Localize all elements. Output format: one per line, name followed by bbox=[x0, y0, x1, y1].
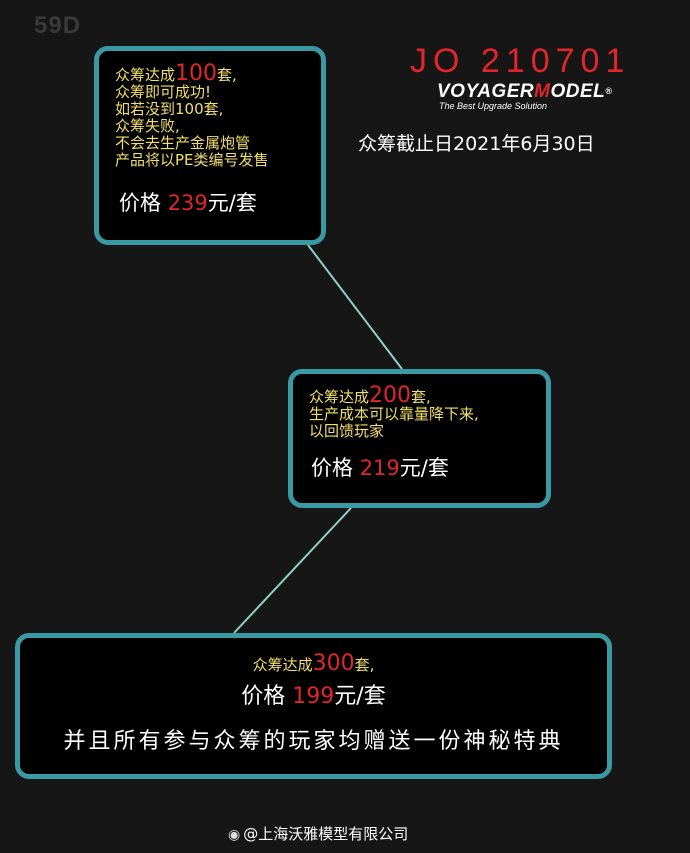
tier-note: 产品将以PE类编号发售 bbox=[115, 151, 269, 169]
brand-reg: ® bbox=[605, 86, 613, 96]
tier-note: 如若没到100套, bbox=[115, 100, 224, 118]
corner-tag: 59D bbox=[34, 12, 82, 39]
price-unit: 元/套 bbox=[334, 684, 386, 709]
tier-goal: 众筹达成100套, bbox=[115, 63, 309, 85]
brand-tagline: The Best Upgrade Solution bbox=[439, 101, 548, 111]
tier-note: 众筹即可成功! bbox=[115, 83, 212, 101]
tier-note: 众筹失败, bbox=[115, 117, 180, 135]
tier-price: 价格 239元/套 bbox=[119, 187, 309, 217]
gift-text: 并且所有参与众筹的玩家均赠送一份神秘特典 bbox=[63, 729, 564, 754]
goal-number: 100 bbox=[175, 61, 218, 86]
price-label: 价格 bbox=[119, 191, 168, 215]
watermark: ◉@上海沃雅模型有限公司 bbox=[228, 823, 408, 844]
brand-part3: ODEL bbox=[550, 81, 606, 102]
tier-goal: 众筹达成200套, bbox=[309, 385, 536, 407]
weibo-icon: ◉ bbox=[228, 827, 241, 843]
goal-number: 300 bbox=[312, 651, 355, 676]
brand-logo: VOYAGERMODEL® The Best Upgrade Solution bbox=[437, 82, 612, 111]
tier-box-300: 众筹达成300套, 价格 199元/套 并且所有参与众筹的玩家均赠送一份神秘特典 bbox=[15, 633, 612, 779]
product-code: JO 210701 bbox=[410, 42, 631, 80]
tier-price: 价格 219元/套 bbox=[311, 452, 536, 482]
goal-suffix: 套, bbox=[411, 388, 431, 406]
connector-line-2-3 bbox=[233, 507, 352, 634]
brand-wordmark: VOYAGERMODEL® bbox=[437, 82, 612, 101]
tier-goal: 众筹达成300套, bbox=[20, 651, 607, 678]
price-label: 价格 bbox=[241, 684, 293, 709]
tier-note: 以回馈玩家 bbox=[309, 422, 385, 440]
brand-part2: M bbox=[534, 81, 551, 102]
tier-box-200: 众筹达成200套, 生产成本可以靠量降下来, 以回馈玩家 价格 219元/套 bbox=[288, 369, 551, 508]
goal-suffix: 套, bbox=[354, 656, 375, 674]
goal-number: 200 bbox=[369, 383, 412, 408]
price-unit: 元/套 bbox=[399, 456, 449, 480]
goal-suffix: 套, bbox=[217, 66, 237, 84]
tier-note: 不会去生产金属炮管 bbox=[115, 134, 251, 152]
price-value: 199 bbox=[292, 684, 335, 709]
goal-prefix: 众筹达成 bbox=[115, 66, 176, 84]
tier-box-100: 众筹达成100套, 众筹即可成功! 如若没到100套, 众筹失败, 不会去生产金… bbox=[94, 46, 326, 245]
price-value: 219 bbox=[359, 456, 400, 480]
tier-price: 价格 199元/套 bbox=[20, 678, 607, 710]
price-value: 239 bbox=[167, 191, 208, 215]
deadline-text: 众筹截止日2021年6月30日 bbox=[358, 133, 595, 155]
connector-line-1-2 bbox=[307, 244, 403, 370]
price-label: 价格 bbox=[311, 456, 360, 480]
watermark-text: @上海沃雅模型有限公司 bbox=[243, 825, 409, 843]
goal-prefix: 众筹达成 bbox=[309, 388, 370, 406]
goal-prefix: 众筹达成 bbox=[252, 656, 313, 674]
tier-note: 生产成本可以靠量降下来, bbox=[309, 405, 479, 423]
price-unit: 元/套 bbox=[207, 191, 257, 215]
brand-part1: VOYAGER bbox=[437, 81, 535, 102]
